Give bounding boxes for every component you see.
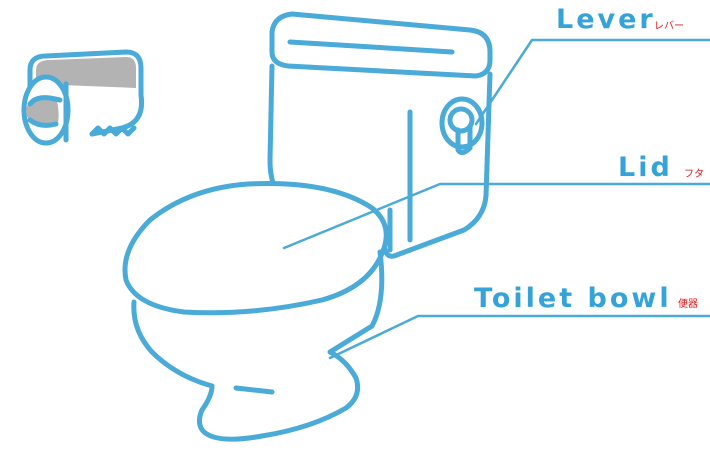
lid-label-en: Lid xyxy=(618,152,673,183)
lever-label-jp: レバー xyxy=(654,17,684,32)
lever-icon xyxy=(442,99,482,153)
lever-label-en: Lever xyxy=(556,4,656,35)
toilet-paper-holder-icon xyxy=(24,52,142,143)
lid-label-jp: フタ xyxy=(684,165,704,180)
bowl-label-jp: 便器 xyxy=(678,295,698,310)
toilet-lid xyxy=(125,184,386,313)
bowl-label-en: Toilet bowl xyxy=(474,283,672,314)
